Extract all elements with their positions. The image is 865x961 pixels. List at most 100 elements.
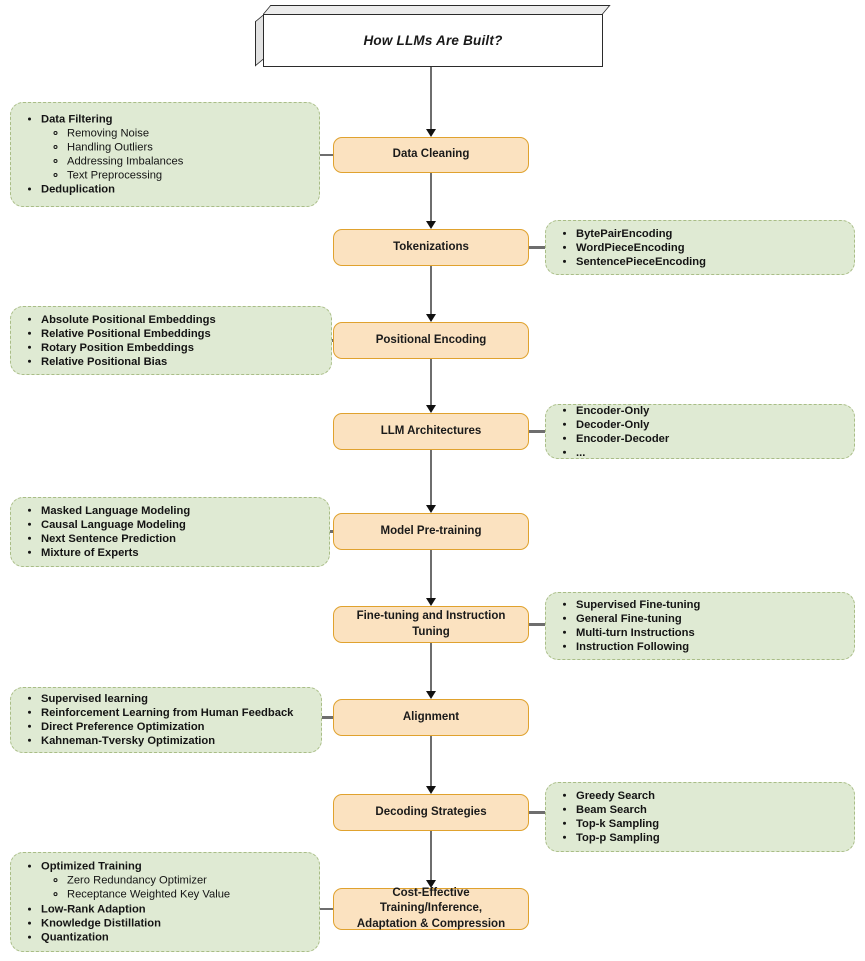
process-node-fine-tuning-and-instruction-tuning[interactable]: Fine-tuning and Instruction Tuning [333,606,529,643]
detail-item-label: WordPieceEncoding [576,241,685,254]
connector-line-horizontal [328,530,335,533]
detail-subitem: Zero Redundancy Optimizer [67,874,299,888]
detail-item: Optimized TrainingZero Redundancy Optimi… [41,860,309,903]
connector-line-horizontal [527,246,547,249]
process-node-tokenizations[interactable]: Tokenizations [333,229,529,266]
detail-item-label: Quantization [41,931,109,944]
detail-subitem: Receptance Weighted Key Value [67,888,299,902]
detail-item: Causal Language Modeling [41,518,319,532]
detail-item: Supervised learning [41,692,311,706]
detail-item: Top-k Sampling [576,817,844,831]
detail-item: Kahneman-Tversky Optimization [41,734,311,748]
detail-item: WordPieceEncoding [576,240,844,254]
detail-panel-decoding-strategies: Greedy SearchBeam SearchTop-k SamplingTo… [545,782,855,852]
detail-list: Supervised Fine-tuningGeneral Fine-tunin… [546,598,854,654]
detail-list: Data FilteringRemoving NoiseHandling Out… [11,112,319,197]
detail-item: Absolute Positional Embeddings [41,312,321,326]
connector-line-horizontal [318,153,335,157]
connector-line-vertical [429,173,433,223]
detail-item-label: Causal Language Modeling [41,518,186,531]
detail-item-label: Encoder-Decoder [576,432,670,445]
process-node-label: Alignment [402,710,460,723]
connector-line-horizontal [320,716,335,719]
detail-panel-alignment: Supervised learningReinforcement Learnin… [10,687,322,753]
detail-item: General Fine-tuning [576,612,844,626]
process-node-positional-encoding[interactable]: Positional Encoding [333,322,529,359]
detail-item: Multi-turn Instructions [576,626,844,640]
detail-subitem: Text Preprocessing [67,169,299,183]
detail-list: Encoder-OnlyDecoder-OnlyEncoder-Decoder.… [546,403,854,459]
connector-line-vertical [429,736,433,788]
detail-item: Relative Positional Embeddings [41,326,321,340]
process-node-cost-effective-training[interactable]: Cost-Effective Training/Inference, Adapt… [333,886,529,930]
detail-item: Supervised Fine-tuning [576,598,844,612]
connector-arrowhead [425,314,436,322]
process-node-label: Tokenizations [393,240,469,253]
detail-item-label: Reinforcement Learning from Human Feedba… [41,706,294,719]
detail-item: Top-p Sampling [576,831,844,845]
detail-panel-model-pre-training: Masked Language ModelingCausal Language … [10,497,330,567]
detail-item-label: Direct Preference Optimization [41,721,205,733]
detail-item-label: Data Filtering [41,112,113,125]
detail-item: ... [576,446,844,460]
detail-item: Data FilteringRemoving NoiseHandling Out… [41,112,309,183]
process-node-alignment[interactable]: Alignment [333,699,529,736]
detail-item-label: Relative Positional Embeddings [41,327,211,340]
detail-item-label: Supervised Fine-tuning [576,598,701,611]
detail-item: Low-Rank Adaption [41,902,309,916]
detail-item: Encoder-Only [576,403,844,417]
detail-item-label: Mixture of Experts [41,547,139,560]
process-node-decoding-strategies[interactable]: Decoding Strategies [333,794,529,831]
detail-item: Beam Search [576,803,844,817]
detail-item-label: Low-Rank Adaption [41,903,146,916]
connector-line-horizontal [527,623,547,626]
detail-item: Greedy Search [576,789,844,803]
process-node-label: Positional Encoding [375,333,487,346]
process-node-label: Cost-Effective Training/Inference, Adapt… [356,886,506,930]
connector-arrowhead [425,598,436,606]
detail-item-label: SentencePieceEncoding [576,255,706,268]
process-node-llm-architectures[interactable]: LLM Architectures [333,413,529,450]
detail-item-label: Multi-turn Instructions [576,627,695,639]
connector-line-vertical [429,67,433,131]
connector-arrowhead [425,129,436,137]
diagram-title-box: How LLMs Are Built? [255,5,611,67]
detail-item-label: Absolute Positional Embeddings [41,313,216,326]
detail-subitem: Removing Noise [67,126,299,140]
detail-panel-cost-effective-training: Optimized TrainingZero Redundancy Optimi… [10,852,320,952]
detail-item: Masked Language Modeling [41,504,319,518]
process-node-data-cleaning[interactable]: Data Cleaning [333,137,529,173]
connector-line-vertical [429,266,433,316]
detail-item: Rotary Position Embeddings [41,341,321,355]
detail-item-label: Encoder-Only [576,404,650,417]
detail-item-label: Top-p Sampling [576,832,660,845]
process-node-label: Decoding Strategies [375,805,487,818]
process-node-label: LLM Architectures [380,424,482,437]
connector-line-horizontal [318,907,335,911]
detail-item: Relative Positional Bias [41,355,321,369]
connector-arrowhead [425,221,436,229]
detail-item: Quantization [41,930,309,944]
connector-line-vertical [429,643,433,693]
detail-list: Optimized TrainingZero Redundancy Optimi… [11,860,319,945]
detail-list: Masked Language ModelingCausal Language … [11,504,329,560]
connector-line-vertical [429,359,433,407]
detail-list: Absolute Positional EmbeddingsRelative P… [11,312,331,368]
detail-item-label: Top-k Sampling [576,818,660,830]
connector-arrowhead [425,786,436,794]
connector-arrowhead [425,405,436,413]
detail-item-label: Optimized Training [41,860,142,873]
detail-item-label: Decoder-Only [576,418,650,431]
detail-item: Decoder-Only [576,417,844,431]
detail-item: Reinforcement Learning from Human Feedba… [41,706,311,720]
detail-item: BytePairEncoding [576,226,844,240]
connector-line-vertical [429,450,433,507]
detail-item-label: BytePairEncoding [576,227,673,240]
process-node-model-pre-training[interactable]: Model Pre-training [333,513,529,550]
connector-arrowhead [425,880,436,888]
detail-item-label: Supervised learning [41,692,148,705]
detail-item-label: Kahneman-Tversky Optimization [41,735,216,748]
detail-item-label: Masked Language Modeling [41,504,191,517]
detail-item-label: Next Sentence Prediction [41,533,176,545]
